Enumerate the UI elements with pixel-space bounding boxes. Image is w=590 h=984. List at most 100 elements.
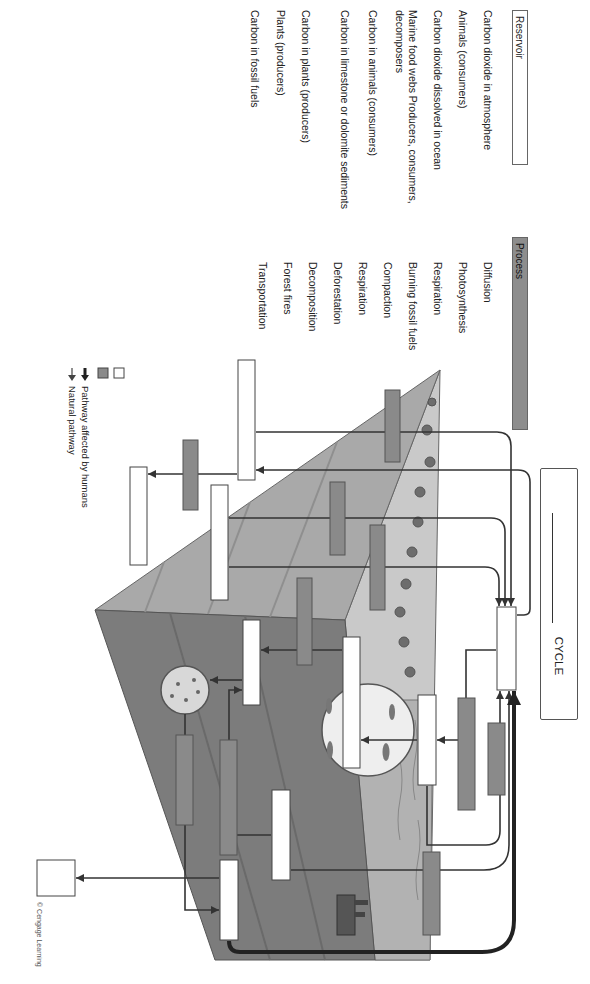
key-square	[98, 368, 108, 378]
process-blank	[176, 735, 193, 825]
process-item: Compaction	[381, 262, 394, 427]
tree	[399, 637, 409, 647]
marine-life-inset	[322, 684, 414, 776]
process-blank	[330, 482, 345, 555]
reservoir-item: Carbon dioxide in atmosphere	[481, 10, 494, 230]
factory	[337, 895, 368, 935]
diagram-title: CYCLE	[553, 637, 565, 675]
reservoir-blank	[497, 607, 516, 690]
smokestack	[355, 900, 368, 905]
reservoir-item: Carbon in fossil fuels	[248, 10, 261, 230]
reservoir-item: Marine food webs Producers, consumers, d…	[393, 10, 419, 230]
particle	[196, 690, 200, 694]
particle	[192, 678, 196, 682]
ground-face	[95, 370, 440, 620]
natural-pathway	[361, 739, 417, 741]
reservoir-item: Carbon in plants (producers)	[299, 10, 312, 230]
tree	[428, 398, 436, 406]
tree	[422, 425, 432, 435]
legend-arrow-line	[84, 368, 87, 376]
sediment-inset	[161, 666, 209, 714]
process-blank	[385, 390, 400, 462]
reservoir-header: Reservoir	[512, 10, 528, 165]
reservoir-blank	[211, 485, 228, 600]
rock-stratum	[145, 562, 164, 612]
tree	[425, 457, 435, 467]
legend-arrow-head	[69, 375, 77, 381]
legend-arrow-line	[72, 368, 73, 376]
process-item: Respiration	[431, 262, 444, 427]
tree	[401, 579, 411, 589]
reservoir-blank	[238, 360, 255, 480]
process-blank	[297, 578, 312, 665]
reservoir-blank	[220, 860, 238, 940]
natural-pathways	[76, 432, 530, 910]
smokestack	[355, 912, 365, 917]
process-item: Respiration	[356, 262, 369, 427]
key-square	[114, 368, 124, 378]
particle	[170, 694, 174, 698]
legend-row: Pathway affected by humans	[80, 368, 91, 508]
legend-arrow-sample	[81, 368, 91, 382]
natural-pathway	[229, 518, 505, 606]
tree	[405, 667, 415, 677]
reservoir-item: Carbon dioxide dissolved in ocean	[431, 10, 444, 230]
reservoir-blank	[37, 860, 75, 896]
reservoir-item: Carbon in animals (consumers)	[366, 10, 379, 230]
ocean-floor-face	[95, 610, 375, 960]
trees	[395, 398, 436, 677]
copyright-note: © Cengage Learning	[35, 902, 44, 978]
process-item: Transportation	[256, 262, 269, 427]
process-blank	[183, 440, 198, 510]
reservoir-item: Animals (consumers)	[456, 10, 469, 230]
reservoir-blank	[130, 467, 147, 565]
legend-text: Natural pathway	[67, 386, 78, 455]
process-blank	[220, 740, 237, 855]
fish	[327, 741, 333, 759]
particle	[176, 682, 180, 686]
process-item: Diffusion	[481, 262, 494, 427]
process-blanks	[176, 390, 505, 935]
column-heading: Process	[515, 243, 526, 279]
reservoir-blank	[418, 695, 436, 785]
fish	[389, 704, 395, 720]
reservoir-item: Plants (producers)	[274, 10, 287, 230]
reservoir-blank	[343, 637, 360, 768]
natural-pathway	[76, 877, 219, 879]
process-item: Deforestation	[331, 262, 344, 427]
reservoir-blank	[272, 790, 290, 880]
legend-text: Pathway affected by humans	[80, 386, 91, 508]
factory-building	[337, 895, 355, 935]
process-header: Process	[512, 237, 528, 430]
reservoir-blanks	[37, 360, 516, 940]
tree	[415, 487, 425, 497]
legend-row: Natural pathway	[67, 368, 78, 455]
process-item: Decomposition	[306, 262, 319, 427]
legend-arrow-sample	[68, 368, 78, 382]
natural-pathway	[210, 679, 242, 681]
human-pathway	[229, 691, 514, 952]
natural-pathway	[291, 691, 509, 870]
process-blank	[423, 852, 440, 935]
tree	[395, 607, 405, 617]
legend-arrow-head	[82, 375, 90, 381]
tree	[407, 547, 417, 557]
reservoir-item: Carbon in limestone or dolomite sediment…	[338, 10, 351, 230]
fish	[383, 743, 390, 761]
process-blank	[458, 698, 475, 810]
natural-pathway	[229, 567, 499, 606]
title-box: CYCLE	[540, 468, 578, 720]
process-blank	[488, 723, 505, 795]
fish	[326, 698, 332, 714]
column-heading: Reservoir	[515, 16, 526, 59]
fill-in-line	[553, 513, 566, 623]
shell-particles	[170, 678, 200, 702]
process-item: Forest fires	[281, 262, 294, 427]
process-item: Photosynthesis	[456, 262, 469, 427]
reservoir-blank	[243, 620, 260, 705]
rock-stratum	[170, 613, 270, 960]
particle	[184, 698, 188, 702]
process-blank	[370, 525, 385, 610]
process-item: Burning fossil fuels	[406, 262, 419, 427]
